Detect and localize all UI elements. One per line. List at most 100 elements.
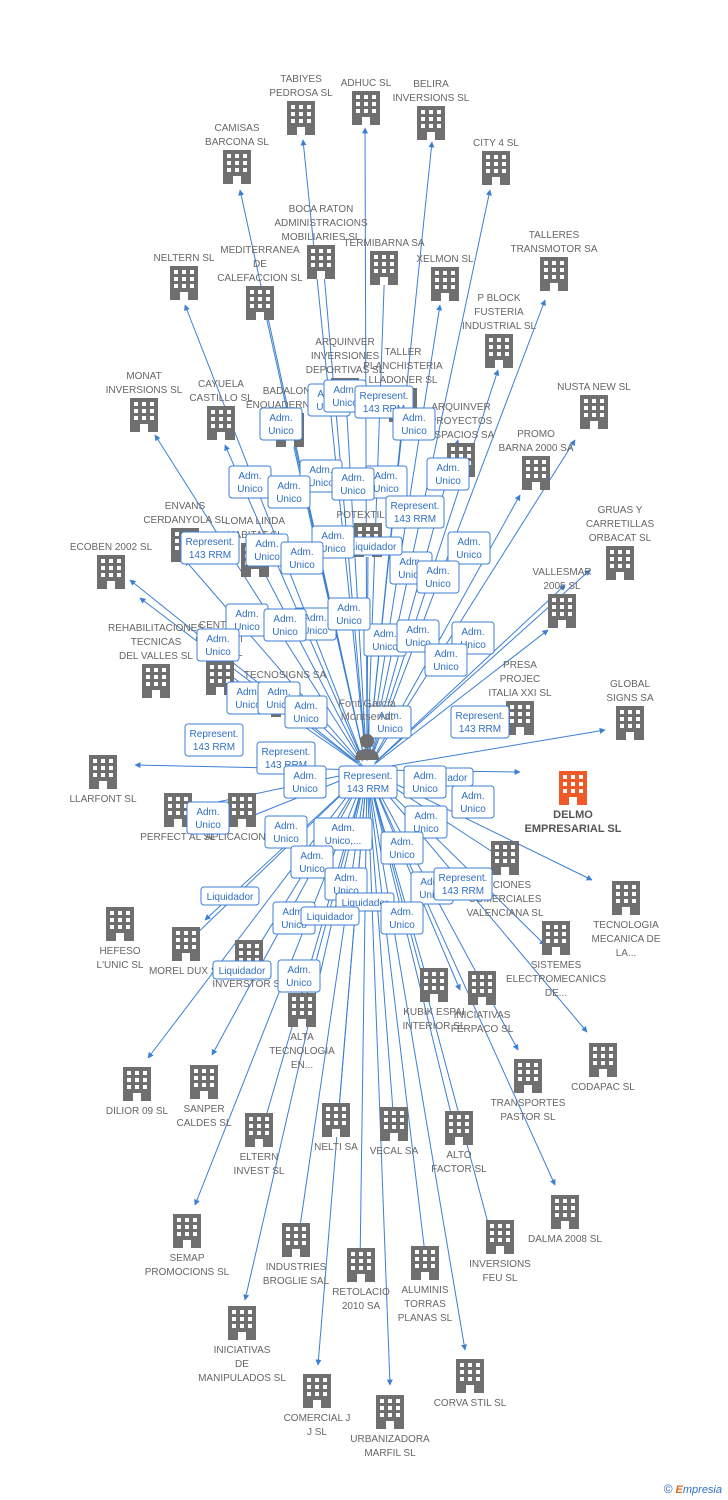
company-node[interactable]: CORVA STIL SL	[434, 1359, 507, 1409]
edge-role-label[interactable]: Adm.Unico	[403, 765, 447, 799]
edge-role-label[interactable]: Adm.Unico	[424, 643, 468, 677]
company-node[interactable]: TECNOSIGNS SA	[244, 670, 327, 717]
company-node[interactable]: VECAL SA	[370, 1107, 419, 1157]
edge-role-label[interactable]: Liquidador	[300, 906, 360, 926]
edge-role-label[interactable]: Adm.Unico	[186, 801, 230, 835]
company-node[interactable]: ECOBEN 2002 SL	[70, 542, 153, 589]
edge-role-label[interactable]: Adm.Unico,...	[313, 817, 373, 851]
company-node[interactable]: INVERSTOR SL	[212, 940, 286, 990]
company-node[interactable]: NELTI SA	[314, 1103, 358, 1153]
edge-role-label[interactable]: Adm.Unico	[263, 608, 307, 642]
edge-role-label[interactable]: Adm.Unico	[264, 815, 308, 849]
edge-role-label[interactable]: Adm.Unico	[280, 541, 324, 575]
company-node[interactable]: ADHUC SL	[341, 78, 392, 125]
edge-role-label[interactable]: Adm.Unico	[196, 628, 240, 662]
company-node[interactable]: NELTERN SL	[154, 253, 215, 300]
edge-role-label[interactable]: Adm.Unico	[416, 560, 460, 594]
company-node[interactable]: CODAPAC SL	[571, 1043, 635, 1093]
center-node[interactable]: Font Garcia Montserrat	[338, 698, 397, 760]
edge-role-label[interactable]: Adm.Unico	[364, 465, 408, 499]
edge-role-label[interactable]: Adm.Unico	[327, 597, 371, 631]
edge-role-label[interactable]: Adm.Unico	[277, 959, 321, 993]
edge-role-label[interactable]: Adm.Unico	[267, 475, 311, 509]
edge-role-label[interactable]: Adm.Unico	[380, 901, 424, 935]
company-node[interactable]: COMERCIAL JJ SL	[284, 1374, 351, 1438]
edge-role-label[interactable]: Adm.Unico	[228, 465, 272, 499]
edge-role-label[interactable]: Adm.Unico	[331, 467, 375, 501]
company-node[interactable]: APLICACIONES	[205, 793, 279, 843]
edge-role-label[interactable]: Adm.Unico	[447, 531, 491, 565]
footer-brand[interactable]: ©Empresia	[664, 1482, 722, 1496]
company-node[interactable]: TERMIBARNA SA	[343, 238, 425, 285]
company-node[interactable]: CITY 4 SL	[473, 138, 519, 185]
company-node[interactable]: DALMA 2008 SL	[528, 1195, 602, 1245]
edge-role-label[interactable]: Liquidador	[212, 960, 272, 980]
edge-role-label[interactable]: Adm.Unico	[284, 695, 328, 729]
edge-role-label[interactable]: Adm.Unico	[290, 845, 334, 879]
company-node[interactable]: SISTEMESELECTROMECANICSDE...	[506, 921, 606, 999]
edge-role-label[interactable]: Adm.Unico	[363, 623, 407, 657]
edge-role-label[interactable]: Represent.143 RRM	[180, 531, 240, 565]
edge-role-label[interactable]: Adm.Unico	[404, 805, 448, 839]
company-node[interactable]: NUSTA NEW SL	[557, 382, 631, 429]
edge-role-label[interactable]: Represent.143 RRM	[338, 765, 398, 799]
company-node[interactable]: XELMON SL	[416, 254, 474, 301]
edge-role-label[interactable]: Adm.Unico	[259, 407, 303, 441]
edge-role-label[interactable]: Adm.Unico	[451, 785, 495, 819]
company-node[interactable]: ALTATECNOLOGIAEN...	[269, 993, 335, 1071]
edge-role-label[interactable]: Adm.Unico	[283, 765, 327, 799]
company-node[interactable]: MOREL DUX SL	[149, 927, 224, 977]
edge-role-label[interactable]: Adm.Unico	[225, 603, 269, 637]
company-node[interactable]: PERFECT AL SL	[140, 793, 216, 843]
edge-role-label[interactable]: Represent.143 RRM	[385, 495, 445, 529]
edge-role-label[interactable]: Represent.143 RRM	[184, 723, 244, 757]
edge-role-label[interactable]: Represent.143 RRM	[450, 705, 510, 739]
edge-role-label[interactable]: Adm.Unico	[392, 407, 436, 441]
edge-role-label[interactable]: Represent.143 RRM	[433, 867, 493, 901]
company-node[interactable]: DILIOR 09 SL	[106, 1067, 169, 1117]
edge-role-label[interactable]: Adm.Unico	[368, 705, 412, 739]
edge-role-label[interactable]: Adm.Unico	[380, 831, 424, 865]
edge-role-label[interactable]: Adm.Unico	[324, 867, 368, 901]
company-node[interactable]: LLARFONT SL	[69, 755, 137, 805]
edge-role-label[interactable]: Liquidador	[200, 886, 260, 906]
company-node[interactable]: POTEXTIL SL	[337, 510, 400, 557]
